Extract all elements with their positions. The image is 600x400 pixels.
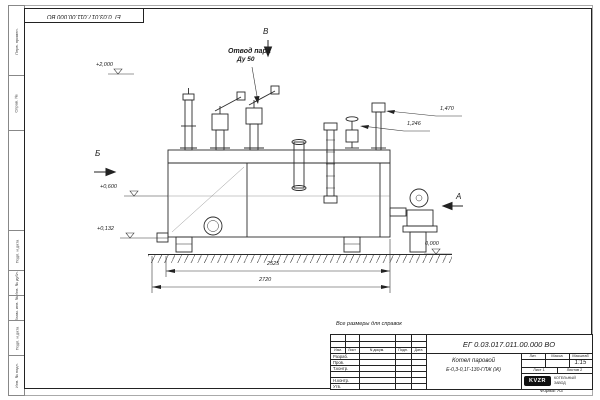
tb-company-cell: KVZR КОТЕЛЬНЫЙ ЗАВОД [521, 373, 592, 389]
format-label: Формат А3 [540, 388, 563, 393]
tb-company-line2: ЗАВОД [553, 381, 566, 385]
tb-line [331, 365, 426, 366]
tb-lit-header: Лит. [529, 354, 537, 358]
view-letter-a: А [456, 192, 462, 201]
safety-valve-2 [244, 85, 280, 151]
feed-pump-unit [389, 188, 438, 253]
tb-line [521, 367, 592, 368]
tb-col-data: Дата [414, 348, 423, 352]
title-block: Изм. Лист N докум. Подп. Дата Разраб. Пр… [330, 334, 593, 390]
tb-line [345, 335, 346, 353]
elevation-plus-0600: +0,600 [100, 184, 117, 190]
tb-row-tkontr: Т.контр. [333, 366, 349, 371]
tb-company-line1: КОТЕЛЬНЫЙ [553, 376, 576, 381]
height-1470: 1,470 [440, 106, 454, 112]
tb-line [411, 335, 412, 389]
drawing-frame [24, 8, 592, 389]
view-arrows [94, 40, 463, 211]
level-gauge [291, 139, 307, 191]
tb-col-doc: N докум. [369, 348, 385, 352]
tb-line [331, 341, 426, 342]
view-letter-v: В [263, 27, 269, 36]
elevation-zero: 0,000 [425, 241, 439, 247]
safety-valve-1 [210, 91, 246, 151]
tb-scale-value: 1:15 [574, 360, 587, 366]
height-1246: 1,246 [407, 121, 421, 127]
tb-line [331, 377, 426, 378]
tb-sheet: Лист 1 [533, 368, 545, 372]
callout-leader [251, 66, 259, 103]
tb-row-razrab: Разраб. [333, 354, 349, 359]
tb-scale-header: Масштаб [572, 354, 589, 358]
valve-handwheel [345, 116, 359, 149]
tb-line [521, 359, 592, 360]
ground-hatching [148, 254, 452, 263]
tb-col-list: Лист [348, 348, 356, 352]
tb-col-izm: Изм. [334, 348, 342, 352]
callout-arrow [254, 96, 260, 104]
tb-line [331, 371, 426, 372]
dimension-arrows [152, 269, 390, 289]
tb-company-name: КОТЕЛЬНЫЙ ЗАВОД [554, 376, 576, 385]
boiler-body [156, 149, 391, 253]
rear-pipe [371, 102, 386, 151]
tb-sheets: Листов 2 [566, 368, 583, 372]
height-leaders [361, 110, 462, 132]
tb-line [331, 347, 426, 348]
elevation-plus-0132: +0,132 [97, 226, 114, 232]
tb-line [359, 335, 360, 389]
tb-product-name: Котел паровой [451, 358, 496, 364]
tb-row-nkontr: Н.контр. [333, 378, 350, 383]
reference-note: Все размеры для справок [336, 321, 402, 327]
tb-line [331, 383, 426, 384]
tb-line [395, 335, 396, 389]
tb-line [569, 353, 570, 367]
elevation-marks [108, 68, 452, 255]
dimension-2720: 2720 [259, 277, 272, 283]
elevation-plus-2000: +2,000 [96, 62, 113, 68]
tb-row-prov: Пров. [333, 360, 345, 365]
tb-line [545, 353, 546, 367]
callout-steam-outlet: Отвод пара [228, 48, 271, 55]
tb-line [521, 373, 592, 374]
dimension-2525: 2525 [267, 261, 280, 267]
kvzr-logo: KVZR [524, 375, 551, 387]
tb-line [331, 353, 592, 354]
tb-line [426, 335, 427, 389]
dimension-lines [151, 239, 391, 293]
tb-line [557, 367, 558, 373]
water-column [323, 122, 338, 204]
tb-line [331, 359, 426, 360]
chimney-pipe [180, 88, 197, 151]
tb-product-type: Е-0,3-0,1Г-130-ГЛЖ (Ж) [446, 367, 501, 373]
tb-designation: ЕГ 0.03.017.011.00.000 ВО [462, 340, 556, 349]
tb-col-podp: Подп. [398, 348, 408, 352]
callout-du50: Ду 50 [237, 56, 255, 63]
leader-arrows [360, 110, 395, 129]
view-letter-b: Б [95, 149, 101, 158]
tb-line [521, 353, 522, 389]
top-designation-stamp: ЕГ 0.03.017.011.00.000 ВО [25, 9, 144, 23]
tb-mass-header: Масса [551, 354, 563, 358]
tb-row-utv: Утв. [333, 384, 341, 389]
